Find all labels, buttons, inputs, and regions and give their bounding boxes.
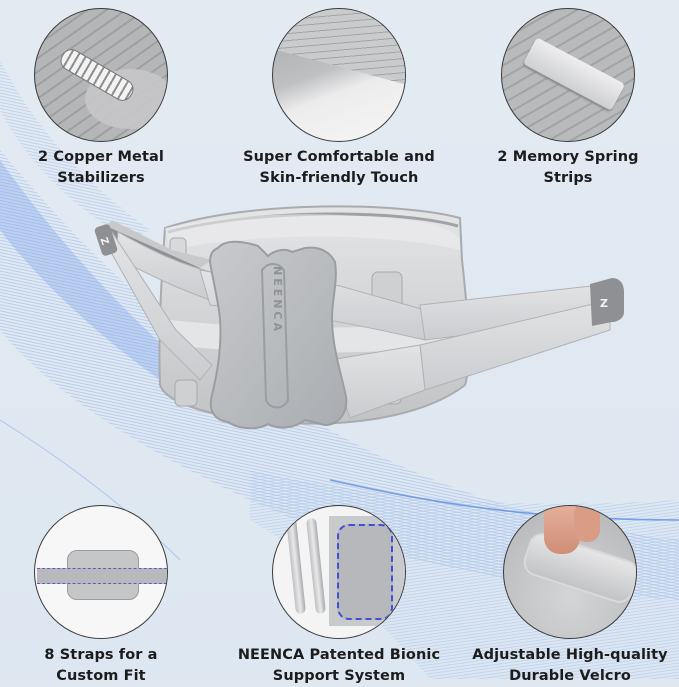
caption-line-1: 2 Copper Metal <box>38 149 164 165</box>
metal-strip-icon <box>501 8 635 142</box>
feature-straps: 8 Straps for a Custom Fit <box>0 490 216 684</box>
caption-line-2: Support System <box>272 668 406 684</box>
feature-comfort: Super Comfortable and Skin-friendly Touc… <box>224 0 454 190</box>
metal-spring-stabilizer-icon <box>34 8 168 142</box>
strap-logo-right: Z <box>600 297 608 310</box>
feature-caption: 2 Memory Spring Strips <box>453 147 679 189</box>
caption-line-1: Adjustable High-quality <box>472 647 668 663</box>
caption-line-1: 2 Memory Spring <box>497 149 639 165</box>
caption-line-2: Skin-friendly Touch <box>259 170 419 186</box>
feature-caption: NEENCA Patented Bionic Support System <box>224 645 454 687</box>
feature-caption: 2 Copper Metal Stabilizers <box>0 147 216 189</box>
brand-mark: NEENCA <box>271 266 284 334</box>
bionic-support-plate-icon <box>272 505 406 639</box>
feature-caption: Super Comfortable and Skin-friendly Touc… <box>224 147 454 189</box>
feature-spring-strips: 2 Memory Spring Strips <box>453 0 679 190</box>
feature-velcro: Adjustable High-quality Durable Velcro <box>455 490 679 684</box>
caption-line-1: NEENCA Patented Bionic <box>237 647 441 663</box>
strap-logo-left: Z <box>97 236 110 247</box>
velcro-finger-icon <box>503 505 637 639</box>
feature-stabilizers: 2 Copper Metal Stabilizers <box>0 0 216 190</box>
fabric-layer-icon <box>272 8 406 142</box>
caption-line-2: Stabilizers <box>57 170 145 186</box>
caption-line-1: 8 Straps for a <box>44 647 158 663</box>
caption-line-2: Durable Velcro <box>509 668 631 684</box>
feature-bionic: NEENCA Patented Bionic Support System <box>224 490 454 684</box>
feature-caption: 8 Straps for a Custom Fit <box>0 645 216 687</box>
caption-line-2: Strips <box>543 170 593 186</box>
caption-line-2: Custom Fit <box>56 668 146 684</box>
feature-caption: Adjustable High-quality Durable Velcro <box>455 645 679 687</box>
caption-line-1: Super Comfortable and <box>243 149 435 165</box>
brace-straps-diagram-icon <box>34 505 168 639</box>
